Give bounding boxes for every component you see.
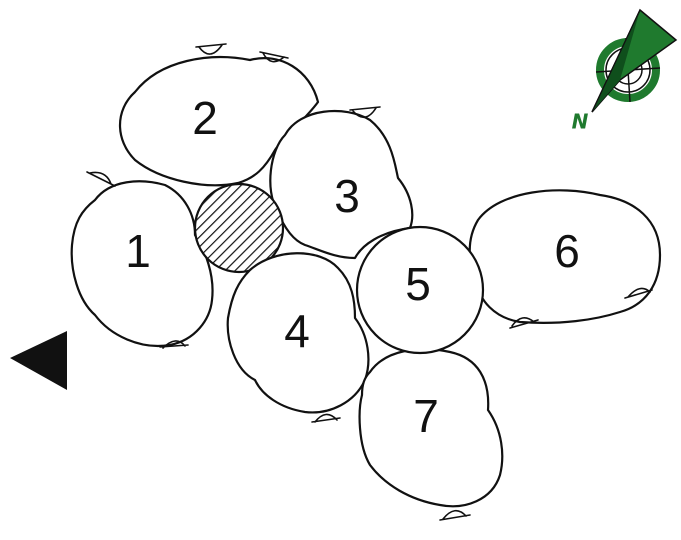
room-label-7: 7 xyxy=(413,390,439,442)
door-icon xyxy=(349,106,381,119)
room-3[interactable]: 3 xyxy=(269,106,414,260)
room-4[interactable]: 4 xyxy=(226,252,370,423)
door-icon xyxy=(509,287,653,329)
door-icon xyxy=(86,171,189,349)
room-label-5: 5 xyxy=(405,258,431,310)
room-6[interactable]: 6 xyxy=(468,189,662,329)
door-icon xyxy=(439,509,471,521)
room-label-1: 1 xyxy=(125,225,151,277)
door-icon xyxy=(311,413,341,423)
compass-north-label: N xyxy=(572,110,589,134)
room-1[interactable]: 1 xyxy=(70,171,214,349)
room-label-2: 2 xyxy=(192,92,218,144)
room-5[interactable]: 5 xyxy=(355,225,485,355)
hatched-circle-icon xyxy=(193,182,285,274)
entrance-arrow-icon xyxy=(10,331,67,390)
room-label-4: 4 xyxy=(284,305,310,357)
room-7[interactable]: 7 xyxy=(358,347,504,521)
room-label-3: 3 xyxy=(334,170,360,222)
room-label-6: 6 xyxy=(554,225,580,277)
door-icon xyxy=(195,43,289,63)
compass-icon: N xyxy=(572,8,678,134)
